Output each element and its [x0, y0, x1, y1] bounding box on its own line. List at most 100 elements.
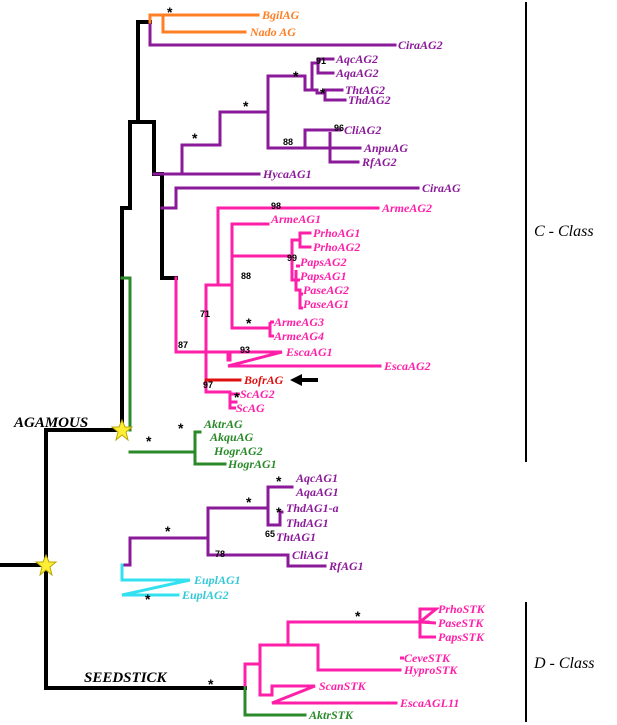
branch-stk-split: [286, 643, 402, 672]
support-star-purple: *: [243, 98, 249, 114]
support-96: 96: [334, 123, 344, 133]
leaf-bgilag: BgilAG: [261, 8, 300, 22]
tree-branches: [0, 13, 430, 717]
leaf-ciraag: CiraAG: [422, 181, 461, 195]
leaf-rfag1: RfAG1: [328, 559, 364, 573]
leaf-aktrstk: AktrSTK: [308, 708, 354, 722]
branch-pink-stem: [174, 206, 380, 354]
branch-scan: [258, 662, 398, 705]
branch-prho1: [298, 231, 312, 242]
branch-rf2: [328, 146, 360, 164]
support-star-eupl: *: [145, 591, 151, 607]
support-star-orange: *: [167, 4, 173, 20]
leaf-scag2: ScAG2: [240, 387, 275, 401]
leaf-anpuag: AnpuAG: [363, 141, 408, 155]
leaf-aqaag2: AqaAG2: [335, 66, 379, 80]
leaf-aqcag1: AqcAG1: [295, 471, 338, 485]
support-71: 71: [200, 309, 210, 319]
leaf-paseag2: PaseAG2: [303, 283, 349, 297]
leaf-aktrag: AktrAG: [203, 417, 243, 431]
support-88-upper: 88: [283, 137, 293, 147]
node-markers: [34, 374, 318, 577]
leaf-prhoag1: PrhoAG1: [313, 226, 360, 240]
bofrag-arrow-icon: [290, 374, 318, 386]
branch-esca: [204, 350, 232, 362]
root-node-star-icon: [34, 553, 58, 577]
d-class-label: D - Class: [533, 655, 594, 672]
leaf-thtag2: ThtAG2: [345, 83, 385, 97]
support-78: 78: [215, 549, 225, 559]
support-87: 87: [178, 340, 188, 350]
leaf-escaag2: EscaAG2: [383, 359, 431, 373]
branch-esca-split: [226, 350, 382, 368]
clade-labels: AGAMOUS SEEDSTICK: [13, 415, 168, 686]
leaf-labels: BgilAG Nado AG CiraAG2 AqcAG2 AqaAG2 Tht…: [181, 8, 486, 722]
branch-aktrstk: [243, 686, 307, 717]
leaf-scanstk: ScanSTK: [319, 679, 367, 693]
support-88-lower: 88: [241, 271, 251, 281]
leaf-armeag1: ArmeAG1: [270, 212, 321, 226]
branch-agamous-stem: [44, 428, 124, 567]
leaf-hograg2: HogrAG2: [213, 444, 263, 458]
branch-green-connector: [120, 276, 132, 432]
branch-th1: [266, 506, 284, 527]
leaf-thdag1: ThdAG1: [286, 516, 329, 530]
leaf-armeag2: ArmeAG2: [381, 201, 432, 215]
leaf-escaag1: EscaAG1: [285, 345, 333, 359]
branch-green-clade: [128, 430, 202, 454]
branch-prho2: [298, 238, 312, 249]
branch-thd2: [323, 91, 347, 102]
leaf-nadoag: Nado AG: [249, 25, 296, 39]
branch-seedstick-stem: [44, 563, 247, 690]
support-star-lower: *: [165, 523, 171, 539]
leaf-ciraag2: CiraAG2: [398, 38, 443, 52]
leaf-papsstk: PapsSTK: [438, 630, 485, 644]
agamous-label: AGAMOUS: [13, 415, 88, 431]
branch-seedstick-pink: [243, 620, 430, 690]
class-brackets: C - Class D - Class: [525, 2, 594, 722]
support-star-stk: *: [355, 608, 361, 624]
branch-core-stem: [128, 120, 178, 280]
support-93: 93: [240, 345, 250, 355]
leaf-papsag2: PapsAG2: [300, 255, 347, 269]
leaf-thtag1: ThtAG1: [276, 530, 316, 544]
support-star-purple-lower: *: [246, 494, 252, 510]
branch-eupl: [120, 563, 191, 597]
support-star-sc: *: [234, 389, 240, 405]
leaf-rfag2: RfAG2: [361, 155, 397, 169]
seedstick-label: SEEDSTICK: [84, 670, 168, 686]
leaf-armeag4: ArmeAG4: [273, 329, 324, 343]
branch-aqa2: [316, 61, 335, 75]
leaf-paseag1: PaseAG1: [303, 297, 349, 311]
branch-orange-clade: [148, 13, 247, 34]
support-star-upper: *: [192, 130, 198, 146]
leaf-scag: ScAG: [236, 401, 265, 415]
leaf-euplag1: EuplAG1: [193, 573, 241, 587]
support-star-th2: *: [320, 85, 326, 101]
support-65: 65: [265, 529, 275, 539]
branch-prho-paps: [230, 238, 302, 258]
leaf-cliag1: CliAG1: [292, 548, 329, 562]
c-class-label: C - Class: [534, 223, 594, 240]
branch-hogr: [193, 450, 227, 466]
leaf-aqaag1: AqaAG1: [295, 485, 339, 499]
support-star-green1: *: [178, 420, 184, 436]
branch-paps: [290, 254, 302, 292]
leaf-euplag2: EuplAG2: [181, 588, 229, 602]
leaf-cliag2: CliAG2: [344, 123, 381, 137]
leaf-pasestk: PaseSTK: [438, 616, 484, 630]
pink-tip-ticks: [228, 264, 441, 660]
branch-ciraag: [160, 186, 420, 210]
leaf-armeag3: ArmeAG3: [273, 315, 324, 329]
support-star-aq: *: [293, 68, 299, 84]
branch-backbone: [120, 20, 152, 432]
support-values: 91 96 88 98 99 88 71 87 93 97 65 78 * * …: [145, 4, 361, 692]
support-star-arme34: *: [246, 315, 252, 331]
branch-cli1-rf1: [206, 536, 327, 568]
leaf-cevestk: CeveSTK: [404, 651, 451, 665]
leaf-escaagl11: EscaAGL11: [399, 696, 459, 710]
branch-arme34: [230, 283, 272, 338]
leaf-bofrag: BofrAG: [243, 373, 284, 387]
support-star-th1: *: [276, 504, 282, 520]
